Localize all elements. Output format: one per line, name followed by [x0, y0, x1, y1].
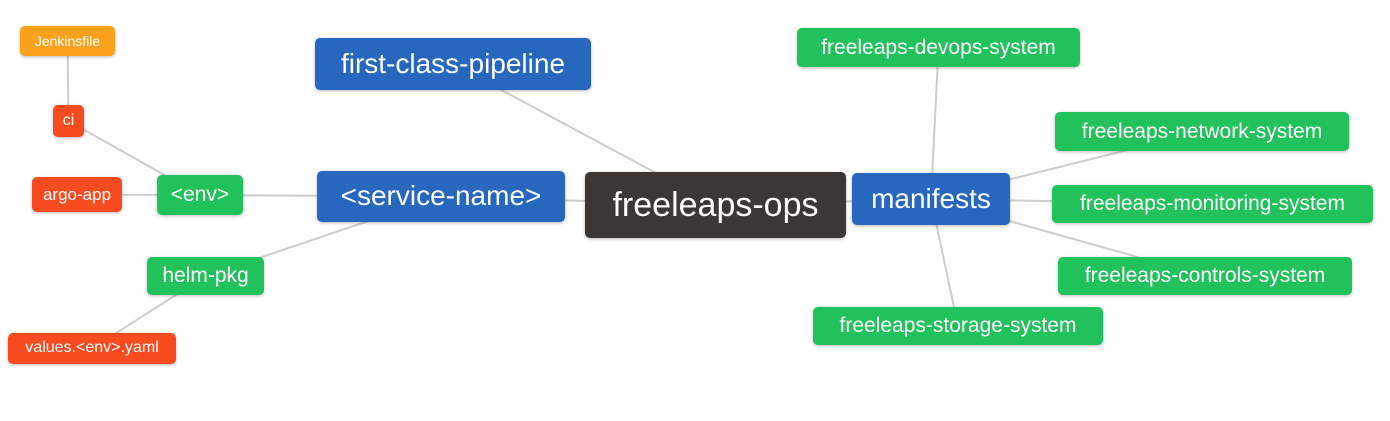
node-label: freeleaps-monitoring-system [1080, 192, 1345, 215]
node-controls-system[interactable]: freeleaps-controls-system [1058, 257, 1352, 295]
node-monitoring-system[interactable]: freeleaps-monitoring-system [1052, 185, 1373, 223]
node-label: manifests [871, 182, 991, 214]
node-helm-pkg[interactable]: helm-pkg [147, 257, 264, 295]
node-devops-system[interactable]: freeleaps-devops-system [797, 28, 1080, 67]
node-label: freeleaps-ops [612, 185, 819, 224]
node-label: freeleaps-storage-system [839, 314, 1077, 337]
node-label: <service-name> [340, 180, 542, 211]
node-storage-system[interactable]: freeleaps-storage-system [813, 307, 1103, 345]
node-network-system[interactable]: freeleaps-network-system [1055, 112, 1349, 151]
node-label: <env> [170, 183, 230, 206]
node-ci[interactable]: ci [53, 105, 84, 137]
node-env[interactable]: <env> [157, 175, 243, 215]
node-manifests[interactable]: manifests [852, 173, 1010, 225]
node-values-env-yaml[interactable]: values.<env>.yaml [8, 333, 176, 364]
node-label: freeleaps-controls-system [1084, 264, 1326, 287]
node-label: first-class-pipeline [340, 47, 566, 79]
node-label: ci [62, 111, 75, 129]
node-label: Jenkinsfile [34, 32, 101, 49]
node-label: helm-pkg [162, 264, 249, 287]
node-label: freeleaps-network-system [1081, 119, 1323, 143]
node-first-class-pipeline[interactable]: first-class-pipeline [315, 38, 591, 90]
node-label: argo-app [42, 184, 112, 204]
node-freeleaps-ops[interactable]: freeleaps-ops [585, 172, 846, 238]
node-argo-app[interactable]: argo-app [32, 177, 122, 212]
node-service-name[interactable]: <service-name> [317, 171, 565, 222]
node-label: values.<env>.yaml [25, 339, 159, 356]
node-jenkinsfile[interactable]: Jenkinsfile [20, 26, 115, 56]
node-label: freeleaps-devops-system [821, 35, 1056, 59]
